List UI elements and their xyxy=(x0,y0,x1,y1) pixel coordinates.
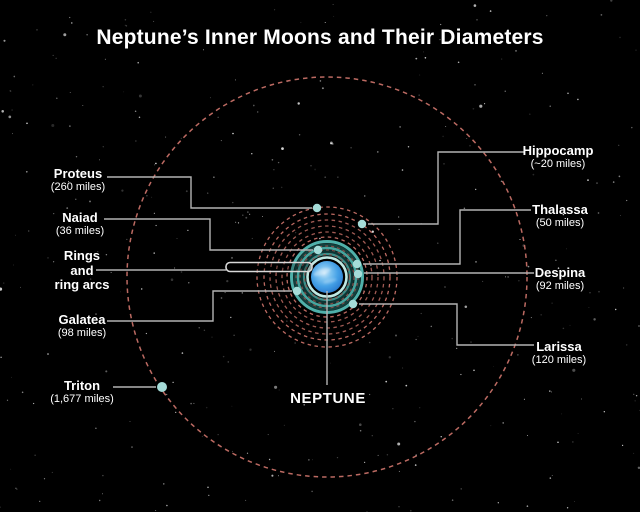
rings-label-line: and xyxy=(70,262,94,278)
page-title: Neptune’s Inner Moons and Their Diameter… xyxy=(96,26,544,49)
label-thalassa: Thalassa (50 miles) xyxy=(532,202,588,230)
planet-label: NEPTUNE xyxy=(290,390,366,407)
rings-label-line: Rings xyxy=(63,248,101,263)
orbit-circle xyxy=(269,219,385,335)
moon-diameter: (1,677 miles) xyxy=(50,393,114,405)
leader-galatea xyxy=(107,290,292,322)
moon-diameter: (98 miles) xyxy=(57,327,107,339)
label-naiad: Naiad (36 miles) xyxy=(56,210,104,238)
leader-thalassa xyxy=(363,209,531,265)
moon-name: Larissa xyxy=(536,339,582,354)
rings-pointer-box xyxy=(225,261,313,273)
orbit-circle xyxy=(303,253,351,301)
moon-name: Proteus xyxy=(53,166,103,181)
moon-dot-larissa xyxy=(348,299,358,309)
leader-hippocamp xyxy=(368,151,524,225)
label-hippocamp: Hippocamp (~20 miles) xyxy=(523,143,594,171)
label-galatea: Galatea (98 miles) xyxy=(58,312,106,340)
moon-dot-thalassa xyxy=(352,259,362,269)
moon-name: Hippocamp xyxy=(522,143,594,158)
moon-name: Despina xyxy=(534,265,586,280)
moon-diameter: (260 miles) xyxy=(50,181,106,193)
orbit-circle xyxy=(286,236,368,318)
moon-diameter: (~20 miles) xyxy=(530,158,586,170)
moon-diameter: (120 miles) xyxy=(531,354,587,366)
moon-dot-despina xyxy=(353,269,363,279)
moon-dots xyxy=(157,203,367,392)
leader-larissa xyxy=(359,303,534,346)
moon-dot-naiad xyxy=(313,245,323,255)
leader-proteus xyxy=(107,176,312,209)
label-despina: Despina (92 miles) xyxy=(535,265,586,293)
orbit-circle xyxy=(256,206,398,348)
neptune-planet xyxy=(311,261,343,293)
moon-diameter: (50 miles) xyxy=(535,217,585,229)
label-proteus: Proteus (260 miles) xyxy=(51,166,105,194)
moon-dot-triton xyxy=(157,382,167,392)
leader-lines xyxy=(96,151,534,388)
label-rings: Rings and ring arcs xyxy=(54,248,110,293)
orbit-circle xyxy=(126,76,528,478)
label-larissa: Larissa (120 miles) xyxy=(532,339,586,367)
label-triton: Triton (1,677 miles) xyxy=(50,378,114,406)
moon-name: Triton xyxy=(63,378,101,393)
moon-diameter: (36 miles) xyxy=(55,225,105,237)
moon-name: Galatea xyxy=(58,312,106,327)
moon-dot-hippocamp xyxy=(357,219,367,229)
moon-dot-proteus xyxy=(312,203,322,213)
moon-dot-galatea xyxy=(292,286,302,296)
moon-name: Naiad xyxy=(62,210,98,225)
moon-diameter: (92 miles) xyxy=(535,280,585,292)
leader-naiad xyxy=(104,218,313,251)
moon-name: Thalassa xyxy=(532,202,588,217)
rings-label-line: ring arcs xyxy=(54,277,110,292)
